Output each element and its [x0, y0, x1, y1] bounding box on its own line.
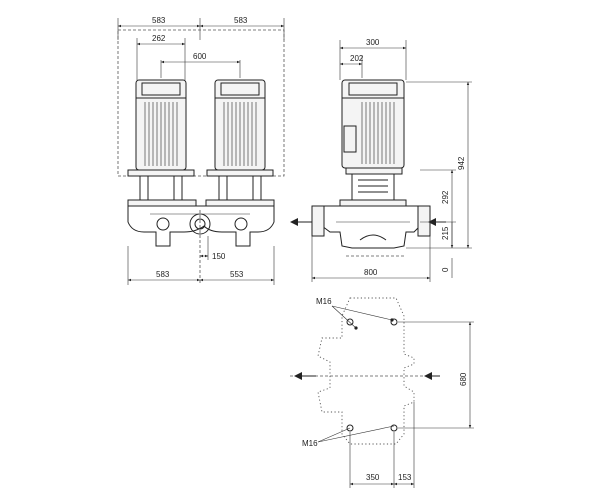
base-inlet-arrow [424, 372, 440, 380]
dim-total-height: 942 [457, 156, 466, 170]
motor-right [205, 79, 275, 207]
dim-motor-total-width: 300 [366, 38, 380, 47]
dim-bottom-left: 583 [156, 270, 170, 279]
motor-side [339, 79, 407, 207]
dim-motor-width: 262 [152, 34, 166, 43]
front-view: 583 583 262 600 [117, 16, 285, 285]
dim-base-zero: 0 [441, 267, 450, 272]
outlet-arrow [290, 218, 312, 226]
dim-bolt-offset: 153 [398, 473, 412, 482]
dim-bottom-right: 553 [230, 270, 244, 279]
dim-port-to-port: 800 [364, 268, 378, 277]
dim-pump-height: 292 [441, 190, 450, 204]
service-envelope [117, 29, 285, 177]
pump-body-side [311, 205, 431, 249]
base-plan: M16 M16 680 350 153 [290, 297, 474, 488]
bolt-leader-dot [354, 326, 358, 330]
dim-motor-spacing: 600 [193, 52, 207, 61]
dim-top-left: 583 [152, 16, 166, 25]
side-view: 300 202 [290, 38, 472, 282]
dim-bolt-depth: 680 [459, 372, 468, 386]
bolt-label-top: M16 [316, 297, 332, 306]
dim-motor-half-width: 202 [350, 54, 364, 63]
bolt-label-bottom: M16 [302, 439, 318, 448]
motor-left [127, 79, 197, 207]
dim-flange-offset: 150 [212, 252, 226, 261]
base-outlet-arrow [294, 372, 316, 380]
dim-inlet-height: 215 [441, 226, 450, 240]
dim-top-right: 583 [234, 16, 248, 25]
twin-pump-housing [127, 205, 275, 247]
dim-bolt-spacing: 350 [366, 473, 380, 482]
bolt-leader-dot [390, 318, 394, 322]
